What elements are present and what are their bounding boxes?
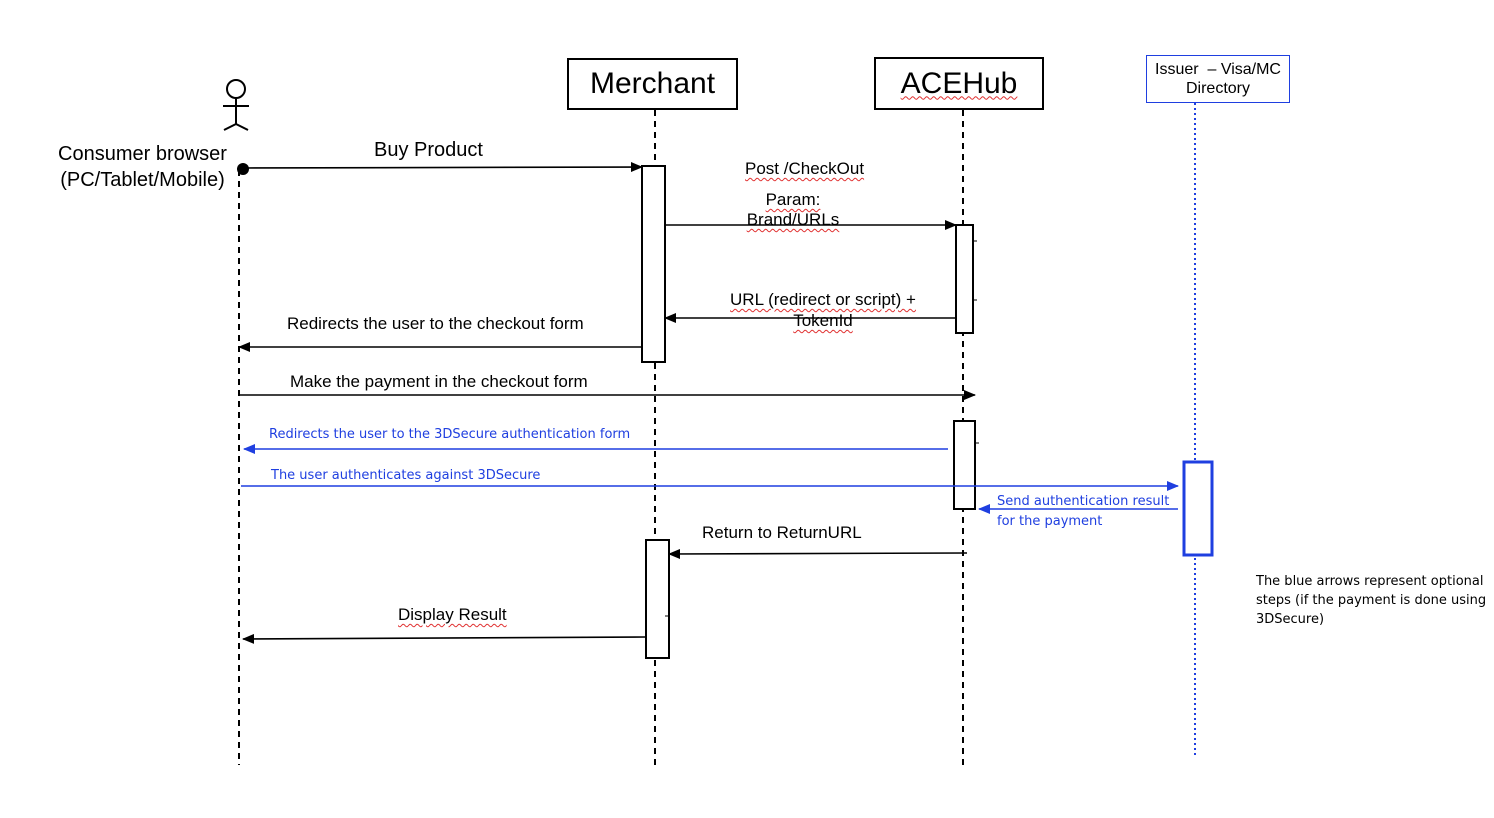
acehub-activation-2 [953,420,976,510]
issuer-label-line2: Directory [1185,80,1250,97]
acehub-label: ACEHub [900,66,1018,100]
msg-user-authenticates: The user authenticates against 3DSecure [271,468,541,483]
issuer-box: Issuer – Visa/MC Directory [1146,55,1290,103]
arrow-return-url [668,548,968,559]
acehub-box: ACEHub [874,57,1044,110]
msg-url-line2: TokenId [793,311,853,330]
consumer-name: Consumer browser [58,143,227,165]
acehub-activation-1 [955,224,974,334]
merchant-activation-2 [645,539,670,659]
start-dot [237,163,249,175]
msg-send-auth-line1: Send authentication result [997,494,1170,509]
consumer-label: Consumer browser (PC/Tablet/Mobile) [40,141,245,193]
msg-display-result: Display Result [398,605,507,625]
msg-url-line1: URL (redirect or script) + [730,290,916,309]
note-line2: steps (if the payment is done using [1256,593,1487,608]
issuer-activation [1182,460,1214,557]
msg-make-payment: Make the payment in the checkout form [290,372,588,391]
msg-param-line2: Brand/URLs [746,210,840,229]
msg-send-auth: Send authentication result for the payme… [997,492,1169,532]
merchant-label: Merchant [589,67,716,100]
arrow-display-result [242,633,647,644]
msg-post-checkout: Post /CheckOut [745,159,864,179]
note-line3: 3DSecure) [1256,612,1325,627]
msg-display-result-text: Display Result [398,605,507,624]
merchant-box: Merchant [567,58,738,110]
issuer-label-line1: Issuer – Visa/MC [1155,61,1281,78]
msg-send-auth-line2: for the payment [997,514,1103,529]
legend-note: The blue arrows represent optional steps… [1256,572,1492,629]
msg-buy-product: Buy Product [374,139,483,161]
merchant-activation-1 [641,165,666,363]
msg-return-url: Return to ReturnURL [702,523,862,542]
arrow-buy-product [242,162,643,173]
msg-param-line1: Param: [765,190,821,209]
actor-icon [223,79,249,131]
note-line1: The blue arrows represent optional [1256,574,1484,589]
msg-param: Param: Brand/URLs [745,190,841,230]
msg-redirect-checkout: Redirects the user to the checkout form [287,314,584,333]
msg-post-checkout-text: Post /CheckOut [745,159,865,178]
msg-redirect-3ds: Redirects the user to the 3DSecure authe… [269,427,631,442]
msg-url-token: URL (redirect or script) + TokenId [718,289,928,331]
consumer-subtitle: (PC/Tablet/Mobile) [60,169,225,191]
